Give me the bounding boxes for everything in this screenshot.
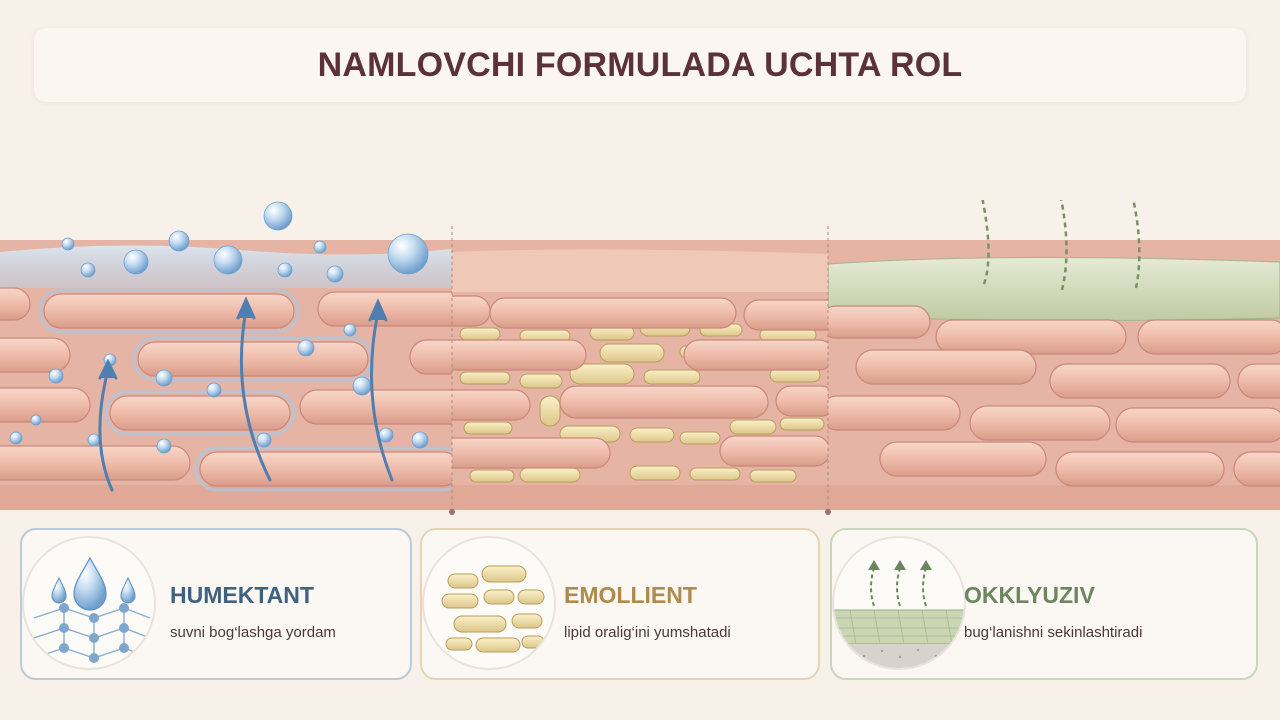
humectant-card: HUMEKTANT suvni bog‘lashga yordam — [20, 528, 412, 680]
lipid-capsules-icon — [424, 538, 554, 668]
role-desc-occlusive: bug‘lanishni sekinlashtiradi — [964, 624, 1143, 641]
surface-mid — [452, 249, 828, 292]
divider-left-dot — [449, 509, 455, 515]
cell-rows-left — [0, 287, 452, 487]
page-title: NAMLOVCHI FORMULADA UCHTA ROL — [317, 45, 963, 84]
cell-rows-right — [828, 305, 1280, 487]
role-desc-humectant: suvni bog‘lashga yordam — [170, 624, 336, 641]
role-desc-emollient: lipid oralig‘ini yumshatadi — [564, 624, 731, 641]
humectant-panel — [0, 201, 452, 492]
water-droplets — [9, 201, 429, 454]
water-sheath-left — [38, 288, 452, 492]
water-drop-network-icon — [24, 538, 154, 668]
water-flow-arrows — [98, 296, 394, 492]
title-banner: NAMLOVCHI FORMULADA UCHTA ROL — [34, 28, 1246, 102]
role-title-humectant: HUMEKTANT — [170, 582, 314, 608]
barrier-evaporation-icon — [834, 538, 964, 668]
tissue-bottom — [0, 485, 1280, 510]
role-title-emollient: EMOLLIENT — [564, 582, 697, 608]
emollient-panel — [452, 249, 828, 483]
emollient-card: EMOLLIENT lipid oralig‘ini yumshatadi — [420, 528, 820, 680]
occlusive-card: OKKLYUZIV bug‘lanishni sekinlashtiradi — [830, 528, 1258, 680]
cell-rows-mid — [452, 295, 828, 469]
divider-right-dot — [825, 509, 831, 515]
role-title-occlusive: OKKLYUZIV — [964, 582, 1095, 608]
evaporation-arrows — [981, 200, 1141, 291]
occlusive-panel — [828, 200, 1280, 487]
skin-cross-section — [0, 200, 1280, 515]
